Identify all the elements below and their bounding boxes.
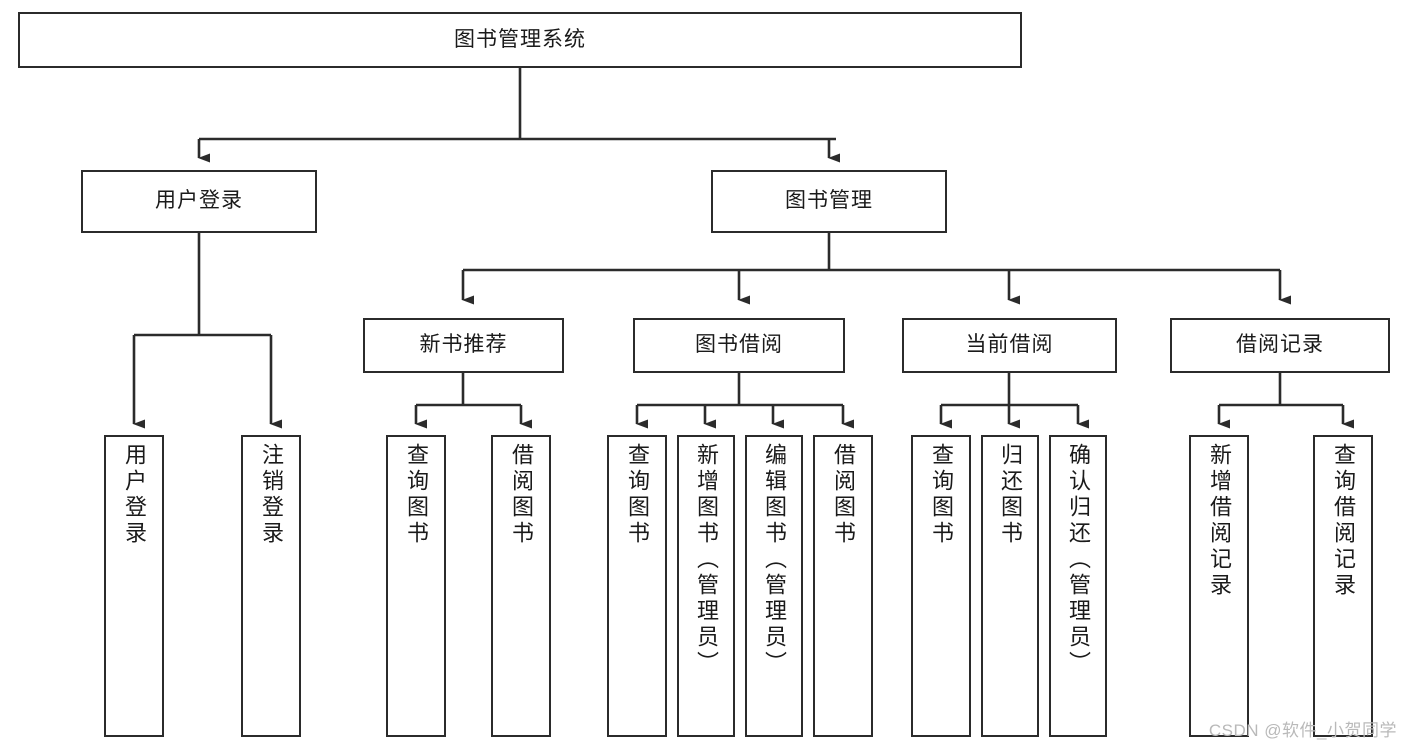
leaf-current-query-book[interactable]: 查询图书 [911, 435, 971, 737]
leaf-record-add[interactable]: 新增借阅记录 [1189, 435, 1249, 737]
node-borrow-record[interactable]: 借阅记录 [1170, 318, 1390, 373]
leaf-borrow-edit-book-admin[interactable]: 编辑图书（管理员） [745, 435, 803, 737]
leaf-user-login-logout[interactable]: 注销登录 [241, 435, 301, 737]
node-root-label: 图书管理系统 [454, 27, 586, 51]
node-current-borrow[interactable]: 当前借阅 [902, 318, 1117, 373]
leaf-borrow-borrow-book[interactable]: 借阅图书 [813, 435, 873, 737]
node-new-book-recommend[interactable]: 新书推荐 [363, 318, 564, 373]
leaf-label: 借阅图书 [509, 443, 534, 547]
node-root[interactable]: 图书管理系统 [18, 12, 1022, 68]
node-new-book-recommend-label: 新书推荐 [419, 333, 508, 357]
leaf-label: 用户登录 [122, 443, 147, 547]
node-borrow-record-label: 借阅记录 [1236, 333, 1324, 357]
node-book-management[interactable]: 图书管理 [711, 170, 947, 233]
leaf-current-return-book[interactable]: 归还图书 [981, 435, 1039, 737]
leaf-borrow-add-book-admin[interactable]: 新增图书（管理员） [677, 435, 735, 737]
leaf-label: 确认归还（管理员） [1066, 443, 1091, 677]
leaf-label: 查询图书 [625, 443, 650, 547]
leaf-label: 查询图书 [404, 443, 429, 547]
node-book-borrow-label: 图书借阅 [695, 333, 783, 357]
leaf-label: 新增图书（管理员） [694, 443, 719, 677]
node-book-management-label: 图书管理 [785, 189, 873, 213]
leaf-label: 注销登录 [259, 443, 284, 547]
leaf-label: 新增借阅记录 [1207, 443, 1232, 599]
leaf-label: 归还图书 [998, 443, 1023, 547]
leaf-label: 借阅图书 [831, 443, 856, 547]
leaf-label: 编辑图书（管理员） [762, 443, 787, 677]
node-current-borrow-label: 当前借阅 [965, 333, 1054, 357]
leaf-current-confirm-return-admin[interactable]: 确认归还（管理员） [1049, 435, 1107, 737]
leaf-new-book-borrow[interactable]: 借阅图书 [491, 435, 551, 737]
node-user-login-label: 用户登录 [155, 189, 243, 213]
leaf-label: 查询借阅记录 [1331, 443, 1356, 599]
leaf-borrow-query-book[interactable]: 查询图书 [607, 435, 667, 737]
leaf-user-login-signin[interactable]: 用户登录 [104, 435, 164, 737]
node-book-borrow[interactable]: 图书借阅 [633, 318, 845, 373]
leaf-record-query[interactable]: 查询借阅记录 [1313, 435, 1373, 737]
leaf-new-book-query[interactable]: 查询图书 [386, 435, 446, 737]
node-user-login[interactable]: 用户登录 [81, 170, 317, 233]
leaf-label: 查询图书 [929, 443, 954, 547]
